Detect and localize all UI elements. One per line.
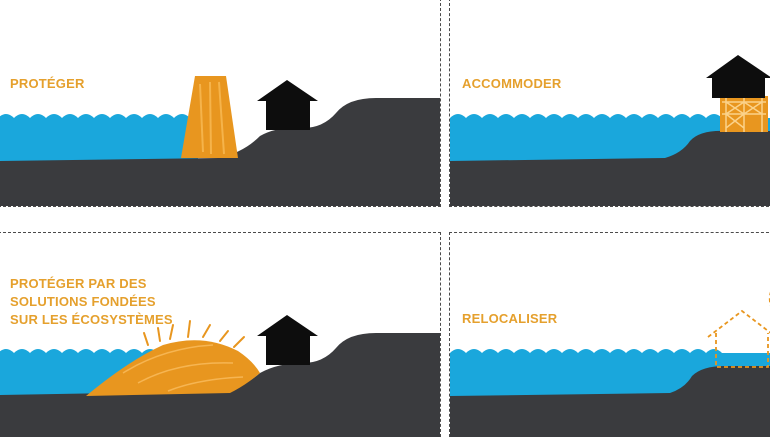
- house-icon: [257, 80, 318, 130]
- panel-relocaliser-label: RELOCALISER: [462, 310, 557, 328]
- panel-proteger-ecosystemes-scene: [0, 315, 440, 437]
- panel-accommoder: ACCOMMODER: [449, 0, 770, 207]
- land: [0, 98, 440, 206]
- land: [450, 366, 770, 437]
- panel-accommoder-label: ACCOMMODER: [462, 75, 562, 93]
- label-line: ACCOMMODER: [462, 76, 562, 91]
- stilts-icon: [720, 96, 768, 132]
- label-line: PROTÉGER PAR DES: [10, 276, 147, 291]
- label-line: SOLUTIONS FONDÉES: [10, 294, 156, 309]
- label-line: PROTÉGER: [10, 76, 85, 91]
- panel-relocaliser: RELOCALISER: [449, 232, 770, 437]
- dune-icon: [86, 320, 260, 396]
- house-icon: [257, 315, 318, 365]
- land: [450, 130, 770, 206]
- panel-proteger: PROTÉGER: [0, 0, 441, 207]
- label-line: RELOCALISER: [462, 311, 558, 326]
- water: [0, 114, 198, 168]
- label-line: SUR LES ÉCOSYSTÈMES: [10, 312, 173, 327]
- seawall-icon: [181, 76, 238, 158]
- panel-proteger-scene: [0, 76, 440, 206]
- panel-accommoder-scene: [450, 55, 770, 206]
- house-icon: [706, 55, 770, 98]
- land: [0, 333, 440, 437]
- dashed-house-icon: [707, 291, 770, 368]
- panel-proteger-ecosystemes-label: PROTÉGER PAR DES SOLUTIONS FONDÉES SUR L…: [10, 275, 173, 329]
- panel-proteger-label: PROTÉGER: [10, 75, 85, 93]
- panel-relocaliser-scene: [450, 291, 770, 437]
- panel-proteger-ecosystemes: PROTÉGER PAR DES SOLUTIONS FONDÉES SUR L…: [0, 232, 441, 437]
